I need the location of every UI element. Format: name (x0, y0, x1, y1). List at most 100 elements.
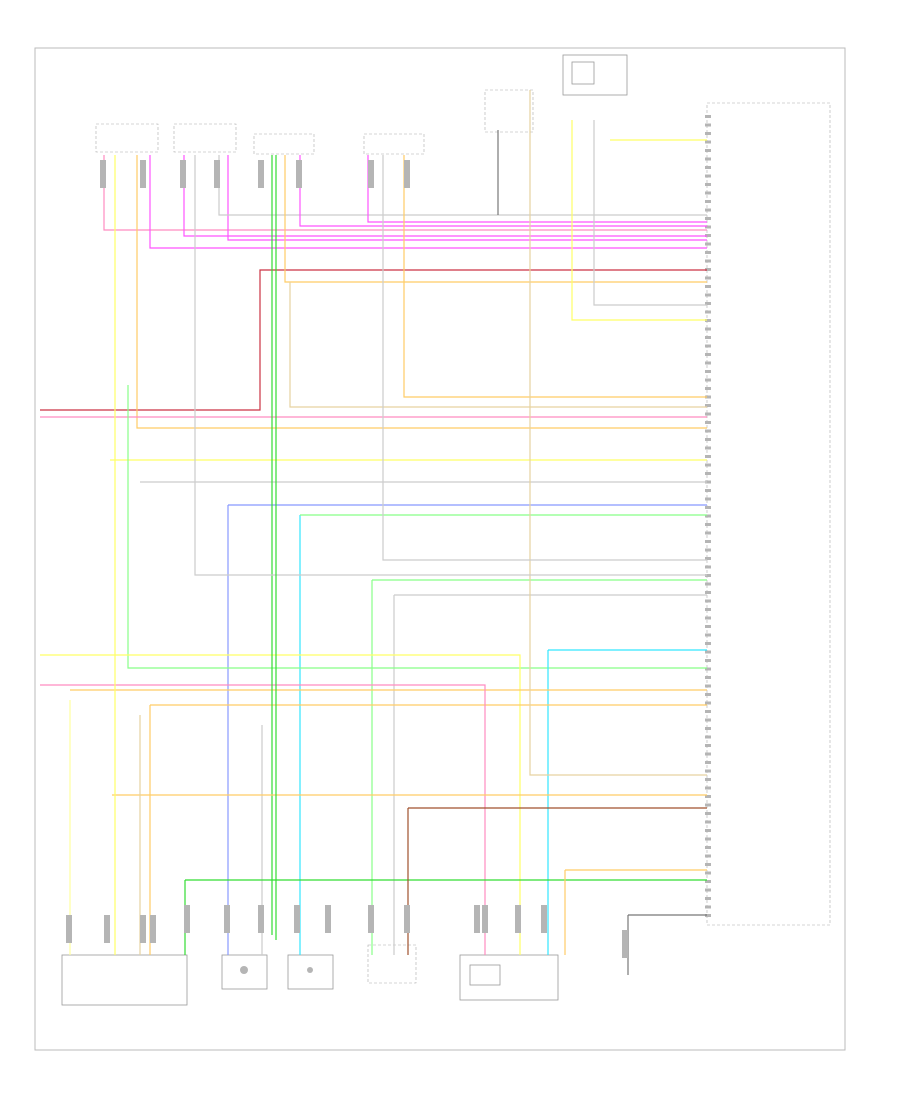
connector-block (368, 160, 374, 188)
ecm-pin (705, 302, 711, 305)
ecm-pin (705, 565, 711, 569)
wire-orange-14 (136, 155, 707, 429)
connector-block (325, 905, 331, 933)
o2-sensor-2 (173, 123, 237, 153)
ecm-pin (705, 795, 711, 798)
wire-gray-10 (593, 120, 707, 306)
ecm-pin (705, 285, 711, 288)
ecm-pin (705, 480, 711, 484)
ecm-pin (705, 463, 711, 467)
ecm-pin (705, 387, 711, 390)
connector-block (404, 160, 410, 188)
ecm-pin (705, 123, 711, 127)
wire-light_green-26 (127, 385, 707, 669)
wire-gray-4 (218, 155, 707, 216)
ecm-pin (705, 455, 711, 458)
connector-block (214, 160, 220, 188)
ecm-pin (705, 914, 711, 917)
ecm-pin (705, 591, 711, 594)
throttle-body (61, 954, 188, 1006)
ecm-pin (705, 803, 711, 807)
ecm-pin (705, 540, 711, 543)
ecm-pin (705, 735, 711, 739)
ecm-pin (705, 234, 711, 237)
ecm-pin (705, 820, 711, 824)
connector-block (296, 160, 302, 188)
ecm-pin (705, 599, 711, 603)
ecm-pin (705, 327, 711, 331)
wire-yellow-29 (40, 654, 521, 955)
ecm-pin (705, 880, 711, 883)
ecm-pin (705, 370, 711, 373)
ecm-pin (705, 208, 711, 212)
ecm-pin (705, 769, 711, 773)
ecm-pin (705, 276, 711, 280)
ecm-pin (705, 854, 711, 858)
ecm-pin (705, 582, 711, 586)
ecm-pin (705, 489, 711, 492)
ecm-pin (705, 608, 711, 611)
connector-block (258, 160, 264, 188)
ecm-pin (705, 574, 711, 577)
ecm-pin (705, 149, 711, 152)
o2-sensor-4 (363, 133, 425, 155)
ecm-pin (705, 676, 711, 679)
ecm-pin (705, 701, 711, 705)
o2-sensor-3 (253, 133, 315, 155)
ecm-pin (705, 506, 711, 509)
ecm-pin (705, 557, 711, 560)
connector-block (368, 905, 374, 933)
pedal-position-sensor (459, 954, 559, 1001)
ecm-pin (705, 310, 711, 314)
ecm-pin (705, 548, 711, 552)
ecm-pin (705, 778, 711, 781)
wire-pink-33 (40, 684, 486, 955)
ecm-pin (705, 642, 711, 645)
ecm-pin (705, 217, 711, 220)
wire-magenta-6 (367, 155, 707, 223)
ecm-pin (705, 625, 711, 628)
ecm-pin (705, 829, 711, 832)
connector-block (184, 905, 190, 933)
ecm-pin (705, 421, 711, 424)
connector-block (515, 905, 521, 933)
wire-tan-13 (289, 282, 707, 408)
wire-magenta-1 (149, 155, 707, 249)
ecm-pin (705, 667, 711, 671)
ecm-box (706, 102, 831, 926)
wire-orange-12 (403, 155, 707, 398)
wire-harness (40, 90, 707, 975)
wire-gray-47 (194, 155, 707, 576)
connector-block (258, 905, 264, 933)
ecm-pin (705, 344, 711, 348)
ecm-pin (705, 531, 711, 535)
connector-block (622, 930, 628, 958)
ecm-pin (705, 200, 711, 203)
ecm-pin (705, 710, 711, 713)
ecm-pin (705, 897, 711, 900)
ecm-pin (705, 242, 711, 246)
ecm-pin (705, 378, 711, 382)
wire-magenta-3 (227, 155, 707, 241)
connector-block (140, 160, 146, 188)
ecm-pin (705, 191, 711, 195)
ecm-pin (705, 412, 711, 416)
ecm-pin (705, 132, 711, 135)
ecm-pin (705, 497, 711, 501)
wire-yellow-9 (571, 120, 707, 321)
ecm-pin (705, 812, 711, 815)
connector-block (66, 915, 72, 943)
ecm-pin (705, 514, 711, 518)
ecm-pin (705, 472, 711, 475)
connector-block (474, 905, 480, 933)
ecm-pin (705, 446, 711, 450)
ecm-pin (705, 174, 711, 178)
fuel-level-sender (562, 54, 628, 96)
ecm-pin-column (705, 115, 711, 917)
ecm-pin (705, 429, 711, 433)
ecm-pin (705, 905, 711, 909)
ecm-pin (705, 871, 711, 875)
ecm-pin (705, 183, 711, 186)
ecm-pin (705, 761, 711, 764)
ecm-pin (705, 693, 711, 696)
